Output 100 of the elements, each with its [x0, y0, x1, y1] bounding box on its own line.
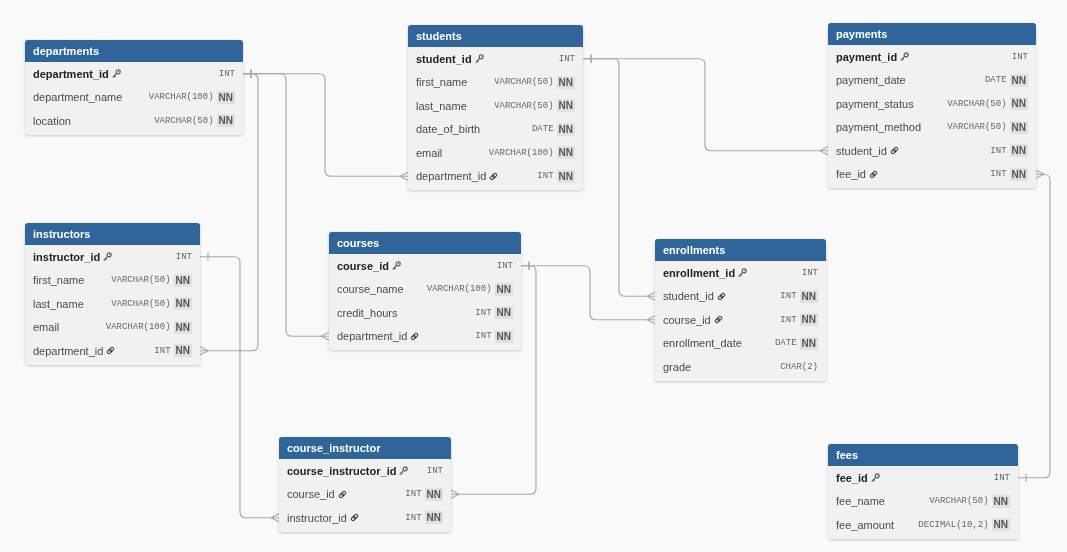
- column-name: first_name: [33, 274, 85, 287]
- data-type: VARCHAR(50): [947, 122, 1007, 133]
- column-name: department_id: [33, 67, 109, 80]
- not-null-badge: NN: [494, 282, 513, 296]
- column-name: location: [33, 114, 71, 127]
- column-name: student_id: [836, 144, 887, 157]
- table-card: [408, 25, 583, 190]
- data-type: INT: [426, 465, 443, 476]
- not-null-badge: NN: [991, 518, 1010, 532]
- table-card: [25, 223, 200, 365]
- not-null-badge: NN: [216, 90, 235, 104]
- table-header: courses: [329, 232, 521, 254]
- column-name: student_id: [663, 290, 714, 303]
- data-type: VARCHAR(50): [494, 77, 554, 88]
- not-null-badge: NN: [556, 146, 575, 160]
- not-null-badge: NN: [556, 99, 575, 113]
- column-name: date_of_birth: [416, 123, 481, 136]
- not-null-badge: NN: [173, 297, 192, 311]
- table-row: [655, 261, 826, 285]
- table-row: [25, 339, 200, 363]
- data-type: INT: [993, 472, 1010, 483]
- table-row: [828, 466, 1018, 490]
- column-name: department_id: [33, 344, 104, 357]
- data-type: DECIMAL(10,2): [918, 519, 989, 530]
- table-header: payments: [828, 23, 1036, 45]
- table-header: fees: [828, 444, 1018, 466]
- table-header: course_instructor: [279, 437, 451, 459]
- column-name: grade: [663, 360, 692, 373]
- data-type: INT: [990, 169, 1007, 180]
- table-card: [329, 232, 521, 350]
- column-name: course_name: [337, 283, 404, 296]
- column-name: student_id: [416, 52, 472, 65]
- data-type: INT: [405, 512, 422, 523]
- data-type: INT: [475, 307, 492, 318]
- data-type: INT: [801, 267, 818, 278]
- column-name: payment_date: [836, 74, 906, 87]
- column-name: course_id: [663, 313, 711, 326]
- column-name: instructor_id: [33, 250, 101, 263]
- table-card: [279, 437, 451, 532]
- not-null-badge: NN: [173, 344, 192, 358]
- relationship-line: [199, 252, 280, 523]
- column-name: enrollment_id: [663, 266, 736, 279]
- not-null-badge: NN: [556, 169, 575, 183]
- table-header: enrollments: [655, 239, 826, 261]
- data-type: VARCHAR(100): [488, 147, 554, 158]
- not-null-badge: NN: [1009, 144, 1028, 158]
- column-name: first_name: [416, 76, 468, 89]
- not-null-badge: NN: [494, 306, 513, 320]
- column-name: course_id: [337, 259, 389, 272]
- data-type: VARCHAR(50): [494, 100, 554, 111]
- data-type: INT: [537, 171, 554, 182]
- data-type: INT: [1011, 51, 1028, 62]
- data-type: DATE: [984, 75, 1007, 86]
- not-null-badge: NN: [1009, 73, 1028, 87]
- table-row: [279, 459, 451, 483]
- column-name: fee_id: [836, 168, 866, 181]
- column-name: course_id: [287, 488, 335, 501]
- not-null-badge: NN: [991, 494, 1010, 508]
- not-null-badge: NN: [173, 320, 192, 334]
- table-row: [408, 164, 583, 188]
- not-null-badge: NN: [424, 511, 443, 525]
- data-type: VARCHAR(50): [929, 496, 989, 507]
- table-row: [25, 62, 243, 86]
- column-name: payment_status: [836, 97, 914, 110]
- column-name: email: [416, 146, 443, 159]
- data-type: INT: [780, 314, 797, 325]
- not-null-badge: NN: [799, 336, 818, 350]
- table-row: [828, 162, 1036, 186]
- not-null-badge: NN: [1009, 97, 1028, 111]
- table-card: [655, 239, 826, 381]
- table-card: [25, 40, 243, 135]
- relationship-line: [1017, 169, 1051, 483]
- relationship-line: [199, 69, 259, 356]
- data-type: INT: [496, 260, 513, 271]
- data-type: INT: [780, 291, 797, 302]
- column-name: last_name: [33, 297, 84, 310]
- table-row: [279, 506, 451, 530]
- column-name: department_name: [33, 91, 123, 104]
- not-null-badge: NN: [424, 487, 443, 501]
- table-card: [828, 444, 1018, 539]
- data-type: INT: [154, 345, 171, 356]
- table-header: students: [408, 25, 583, 47]
- table-header: instructors: [25, 223, 200, 245]
- data-type: CHAR(2): [780, 361, 818, 372]
- column-name: fee_id: [836, 471, 868, 484]
- table-row: [329, 324, 521, 348]
- data-type: INT: [990, 145, 1007, 156]
- column-name: course_instructor_id: [287, 464, 397, 477]
- column-name: email: [33, 321, 60, 334]
- relationship-line: [450, 261, 537, 499]
- table-row: [828, 45, 1036, 69]
- not-null-badge: NN: [1009, 120, 1028, 134]
- data-type: INT: [405, 489, 422, 500]
- not-null-badge: NN: [799, 289, 818, 303]
- data-type: VARCHAR(50): [111, 298, 171, 309]
- not-null-badge: NN: [216, 114, 235, 128]
- not-null-badge: NN: [173, 273, 192, 287]
- not-null-badge: NN: [556, 75, 575, 89]
- column-name: fee_name: [836, 495, 885, 508]
- data-type: DATE: [774, 338, 797, 349]
